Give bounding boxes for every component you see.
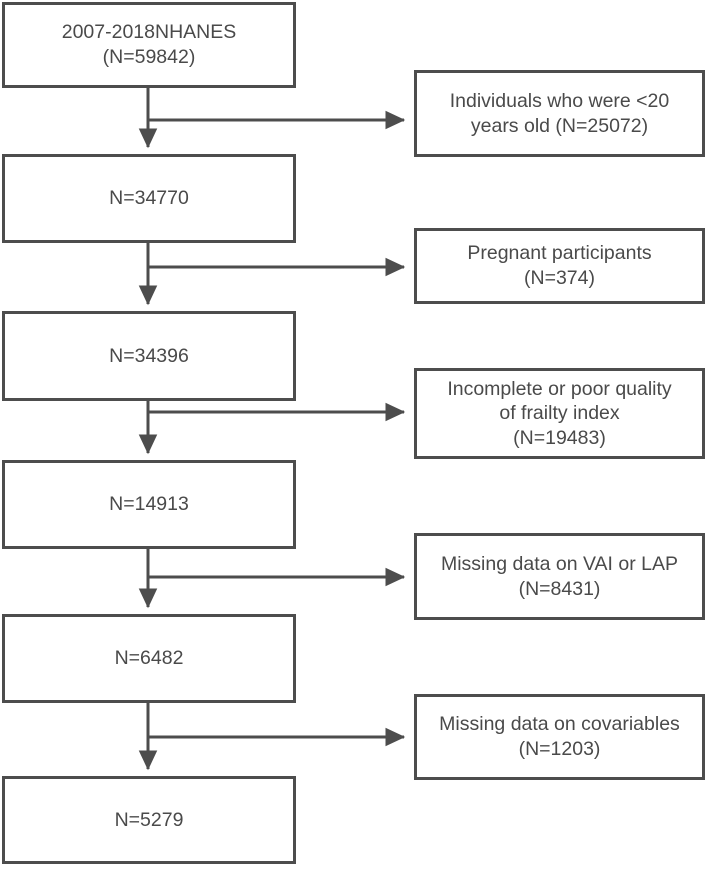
exclusion-box-pregnant: Pregnant participants (N=374) <box>414 228 705 304</box>
flow-box-final-sample-label: N=5279 <box>114 808 184 831</box>
flow-box-after-age-exclusion-label: N=34770 <box>109 187 189 210</box>
exclusion-box-frailty-index: Incomplete or poor quality of frailty in… <box>414 368 705 459</box>
flow-box-final-sample: N=5279 <box>2 776 296 864</box>
exclusion-box-vai-lap-label: Missing data on VAI or LAP (N=8431) <box>440 552 678 600</box>
connector-stage-4 <box>138 549 406 609</box>
connector-stage-1 <box>138 88 406 149</box>
flow-box-after-pregnancy-exclusion-label: N=34396 <box>109 344 189 367</box>
exclusion-box-age-label: Individuals who were <20 years old (N=25… <box>449 89 670 137</box>
flow-box-total-nhanes-label: 2007-2018NHANES (N=59842) <box>61 21 237 68</box>
exclusion-box-covariables-label: Missing data on covariables (N=1203) <box>439 713 680 760</box>
exclusion-box-frailty-index-label: Incomplete or poor quality of frailty in… <box>447 377 672 449</box>
flow-box-after-vai-lap-exclusion-label: N=6482 <box>114 647 184 670</box>
flow-box-after-pregnancy-exclusion: N=34396 <box>2 311 296 401</box>
flow-box-after-age-exclusion: N=34770 <box>2 154 296 243</box>
flow-box-after-frailty-exclusion: N=14913 <box>2 460 296 549</box>
connector-stage-3 <box>138 401 406 455</box>
connector-stage-5 <box>138 703 406 771</box>
flow-box-total-nhanes: 2007-2018NHANES (N=59842) <box>2 2 296 88</box>
exclusion-box-pregnant-label: Pregnant participants (N=374) <box>467 242 652 289</box>
exclusion-box-age: Individuals who were <20 years old (N=25… <box>414 70 705 157</box>
flow-box-after-frailty-exclusion-label: N=14913 <box>109 493 189 516</box>
connector-stage-2 <box>138 243 406 306</box>
exclusion-box-vai-lap: Missing data on VAI or LAP (N=8431) <box>414 533 705 620</box>
flow-box-after-vai-lap-exclusion: N=6482 <box>2 614 296 703</box>
exclusion-box-covariables: Missing data on covariables (N=1203) <box>414 694 705 780</box>
